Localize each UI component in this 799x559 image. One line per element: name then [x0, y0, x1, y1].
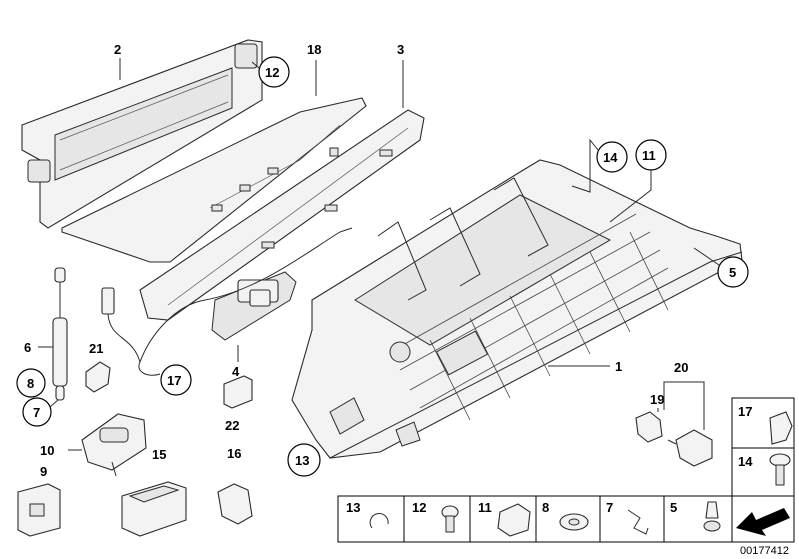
- callout-1: 1: [615, 359, 622, 374]
- part-22-cap: [223, 375, 253, 409]
- legend-11-label: 11: [478, 500, 492, 515]
- legend-17-clip: [769, 411, 793, 445]
- callout-21: 21: [89, 341, 103, 356]
- callout-13: 13: [295, 453, 309, 468]
- part-1-glovebox-housing: [291, 159, 743, 459]
- callout-8-circle: [16, 368, 46, 398]
- part-16-bracket: [217, 483, 253, 525]
- callout-2: 2: [114, 42, 121, 57]
- leader-7: [49, 399, 59, 408]
- legend-14-label: 14: [738, 454, 753, 469]
- callout-11: 11: [642, 148, 656, 163]
- legend-7-clip: [627, 509, 649, 535]
- legend-bottom: 13 12 11 8 7 5: [337, 495, 733, 543]
- part-15-button: [121, 481, 187, 537]
- callout-4: 4: [232, 364, 240, 379]
- leader-5: [693, 247, 720, 266]
- callout-17: 17: [167, 373, 181, 388]
- callout-15: 15: [152, 447, 166, 462]
- callout-14: 14: [603, 150, 618, 165]
- callout-7-circle: [22, 397, 52, 427]
- leader-11: [609, 170, 652, 223]
- part-6-gas-strut: [52, 267, 68, 401]
- callout-18: 18: [307, 42, 321, 57]
- legend-17-label: 17: [738, 404, 752, 419]
- callout-22: 22: [225, 418, 239, 433]
- legend-13-circlip: [369, 513, 389, 529]
- callout-7: 7: [33, 405, 40, 420]
- part-4-lock-mechanism: [101, 227, 353, 376]
- callout-3: 3: [397, 42, 404, 57]
- callout-20: 20: [674, 360, 688, 375]
- callout-8: 8: [27, 376, 34, 391]
- part-10-actuator: [81, 413, 147, 477]
- callout-12-circle: [258, 56, 290, 88]
- part-19-lock-cylinder: [635, 411, 663, 443]
- callout-14-circle: [596, 141, 628, 173]
- callout-10: 10: [40, 443, 54, 458]
- part-9-switch: [17, 483, 61, 537]
- callout-12: 12: [265, 65, 279, 80]
- legend-7-label: 7: [606, 500, 613, 515]
- leader-14: [571, 138, 599, 193]
- part-20-key: [667, 429, 713, 467]
- catalog-number: 00177412: [740, 545, 789, 557]
- callout-13-circle: [287, 443, 321, 477]
- callout-19: 19: [650, 392, 664, 407]
- part-2-rear-panel: [21, 39, 263, 229]
- legend-5-plug: [703, 501, 721, 532]
- part-18-shelf: [61, 97, 367, 263]
- legend-13-label: 13: [346, 500, 360, 515]
- callout-5: 5: [729, 265, 736, 280]
- part-3-cover: [139, 109, 425, 321]
- callout-17-circle: [160, 364, 192, 396]
- legend-14-screw: [769, 453, 791, 486]
- legend-8-label: 8: [542, 500, 549, 515]
- callout-9: 9: [40, 464, 47, 479]
- callout-16: 16: [227, 446, 241, 461]
- leader-20: [663, 381, 705, 430]
- legend-5-label: 5: [670, 500, 677, 515]
- legend-12-rivet: [441, 505, 459, 533]
- legend-12-label: 12: [412, 500, 426, 515]
- callout-5-circle: [717, 256, 749, 288]
- legend-11-nut: [497, 503, 531, 537]
- part-21-clip: [85, 361, 111, 393]
- callout-6: 6: [24, 340, 31, 355]
- catalog-arrow-icon: [736, 508, 790, 536]
- leader-12: [251, 61, 260, 69]
- legend-right: 17 14: [731, 397, 795, 543]
- legend-8-washer: [559, 513, 589, 531]
